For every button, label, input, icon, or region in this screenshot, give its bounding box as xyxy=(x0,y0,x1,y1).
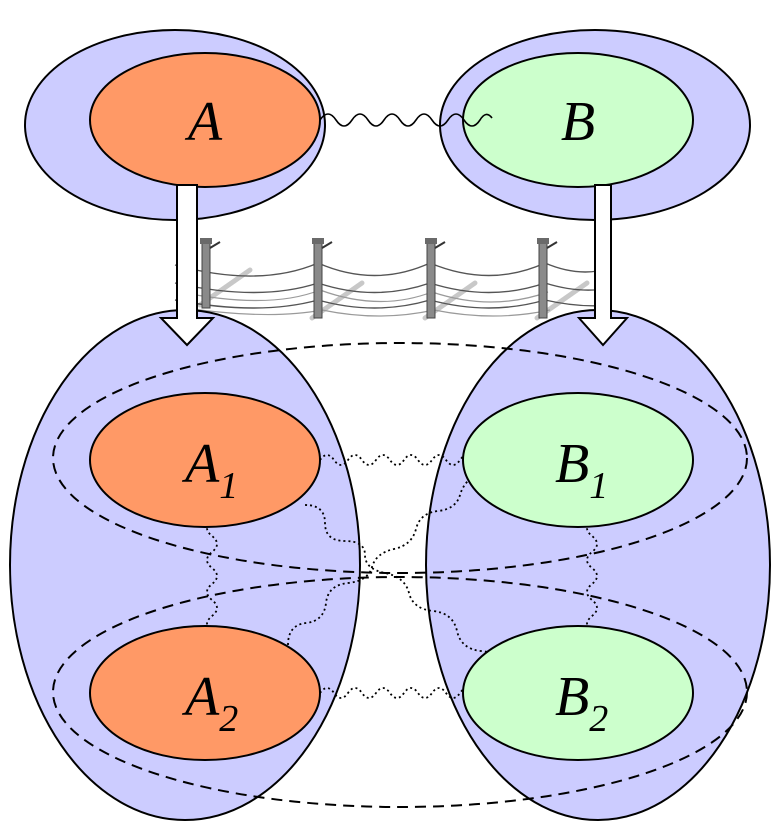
fence-illustration xyxy=(174,238,611,321)
particle-b xyxy=(462,52,694,188)
label-b2-sub: 2 xyxy=(589,698,608,740)
label-b2-main: B xyxy=(555,666,589,728)
link-a2-b2 xyxy=(319,687,475,699)
fence-post xyxy=(537,238,558,319)
label-a2-main: A xyxy=(181,666,220,728)
pair-group-1 xyxy=(52,342,748,574)
arrow-down-b xyxy=(576,184,630,347)
label-a2: A2 xyxy=(181,666,238,740)
label-a: A xyxy=(184,91,223,153)
label-b1: B1 xyxy=(555,433,608,507)
pair-group-2 xyxy=(52,576,748,808)
entanglement-link-ab xyxy=(319,113,493,127)
particle-b2 xyxy=(462,625,694,761)
link-b1-b2 xyxy=(586,519,598,649)
fence-post xyxy=(312,238,333,319)
link-a1-b1 xyxy=(319,454,475,466)
label-b2: B2 xyxy=(555,666,608,740)
link-a1-a2 xyxy=(206,519,218,649)
label-a2-sub: 2 xyxy=(219,698,238,740)
particle-b1 xyxy=(462,392,694,528)
particle-a1 xyxy=(89,392,321,528)
arrow-down-a xyxy=(158,184,216,347)
label-a1-sub: 1 xyxy=(219,465,238,507)
label-b1-sub: 1 xyxy=(589,465,608,507)
label-a1: A1 xyxy=(181,433,238,507)
fence-post xyxy=(425,238,446,319)
link-a2-b1 xyxy=(287,440,515,646)
label-b: B xyxy=(561,91,595,153)
fence-post xyxy=(200,238,221,309)
label-b1-main: B xyxy=(555,433,589,495)
label-a1-main: A xyxy=(181,433,220,495)
particle-a2 xyxy=(89,625,321,761)
